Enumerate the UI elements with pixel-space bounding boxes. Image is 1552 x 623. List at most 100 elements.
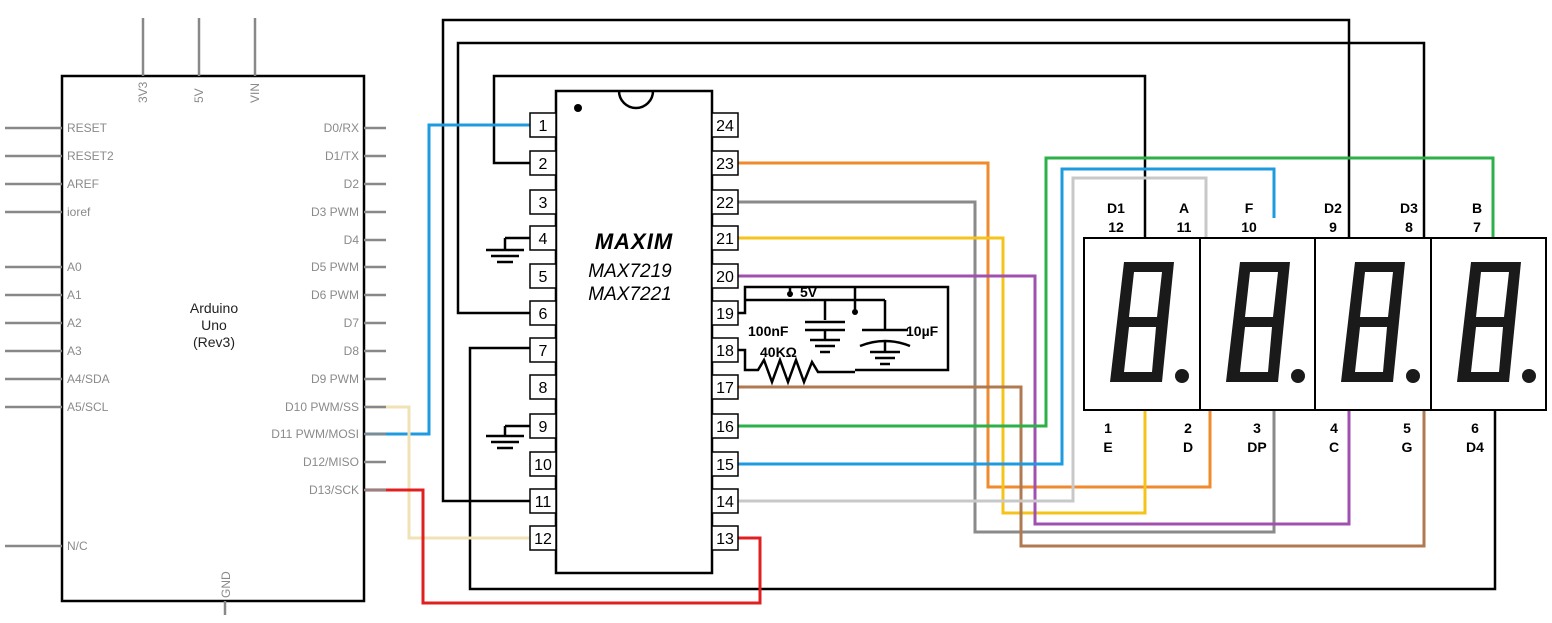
- arduino-right-pin-label: D7: [344, 316, 360, 330]
- display-top-pin-number: 9: [1329, 219, 1337, 235]
- digit-decimal-point: [1406, 369, 1420, 383]
- display-top-pin-name: B: [1472, 200, 1482, 216]
- digit-segments: [1341, 262, 1405, 382]
- digit-segments: [1110, 262, 1174, 382]
- arduino-right-pin-label: D1/TX: [325, 149, 359, 163]
- ic-pin-box: [711, 374, 739, 400]
- ic-right-pin-number: 19: [716, 306, 734, 323]
- ic-pin-box: [711, 413, 739, 439]
- ic-left-pin-number: 3: [539, 195, 548, 212]
- ic-right-pin-number: 20: [716, 269, 734, 286]
- arduino-left-pins: RESETRESET2AREFiorefA0A1A2A3A4/SDAA5/SCL…: [5, 121, 114, 553]
- ic-pin-box: [711, 150, 739, 176]
- ic-pin-box: [711, 225, 739, 251]
- capacitor-100nf: [805, 320, 845, 354]
- ic-pin-box: [529, 189, 557, 215]
- arduino-left-pin-label: A5/SCL: [67, 400, 109, 414]
- wire-orange-23: [712, 161, 1212, 489]
- wire-lightgrey-14: [712, 176, 1208, 503]
- ic-left-pin-number: 1: [539, 118, 548, 135]
- display-bottom-pin-number: 4: [1330, 420, 1338, 436]
- arduino-right-pin-label: D2: [344, 177, 360, 191]
- display-digits: [1110, 262, 1536, 383]
- supply-label: 5V: [800, 284, 818, 300]
- digit-decimal-point: [1522, 369, 1536, 383]
- arduino-right-pin-label: D13/SCK: [309, 483, 359, 497]
- arduino-top-pin-label: VIN: [248, 83, 262, 103]
- cap-10uf-label: 10µF: [906, 323, 939, 339]
- display-top-pin-number: 7: [1473, 219, 1481, 235]
- wire-green-16: [712, 156, 1495, 428]
- wire-cream-ss: [365, 405, 530, 540]
- wire-brown-17: [712, 385, 1426, 548]
- black-wires: [441, 18, 1497, 591]
- ic-left-pin-number: 7: [539, 343, 548, 360]
- arduino-top-pin-label: 3V3: [136, 81, 150, 103]
- digit-segments: [1226, 262, 1290, 382]
- digit-decimal-point: [1175, 369, 1189, 383]
- display-digit: [1341, 262, 1420, 383]
- wire-pin19-to-5v: [712, 285, 950, 372]
- digit-decimal-point: [1291, 369, 1305, 383]
- display-top-pin-name: D2: [1324, 200, 1342, 216]
- ic-right-pin-number: 24: [716, 118, 734, 135]
- ic-pin-box: [529, 337, 557, 363]
- ic-left-pin-number: 8: [539, 380, 548, 397]
- ic-pin-box: [711, 488, 739, 514]
- digit-segments: [1457, 262, 1521, 382]
- display-bottom-pin-name: DP: [1247, 439, 1266, 455]
- display-bottom-pin-number: 1: [1104, 420, 1112, 436]
- ic-left-pin-number: 10: [534, 457, 552, 474]
- ic-right-pin-number: 17: [716, 380, 734, 397]
- arduino-right-pin-label: D11 PWM/MOSI: [271, 427, 359, 441]
- supply-5v: 5V: [787, 284, 858, 315]
- wire-yellow-21: [712, 236, 1147, 515]
- display-bottom-pin-name: E: [1103, 439, 1112, 455]
- display-bottom-pin-name: D: [1183, 439, 1193, 455]
- ic-right-pin-number: 18: [716, 343, 734, 360]
- ground-pin9: [486, 424, 530, 450]
- ic-pin-box: [711, 525, 739, 551]
- resistor-label: 40KΩ: [760, 344, 797, 360]
- wire-pin11-to-d3: [441, 18, 1351, 503]
- arduino-right-pin-label: D9 PWM: [311, 372, 359, 386]
- ic-right-pin-number: 14: [716, 494, 734, 511]
- maxim-logo: MAXIM: [595, 229, 673, 254]
- ground-pin4: [486, 236, 530, 264]
- arduino-right-pin-label: D12/MISO: [303, 455, 359, 469]
- ic-pin-box: [711, 451, 739, 477]
- wire-blue-mosi: [365, 123, 530, 436]
- display-bottom-pin-number: 3: [1253, 420, 1261, 436]
- wire-blue-15: [712, 167, 1276, 466]
- arduino-right-pin-label: D5 PWM: [311, 260, 359, 274]
- arduino-right-pin-label: D0/RX: [324, 121, 359, 135]
- ic-pin-box: [711, 337, 739, 363]
- ic-pin-box: [529, 150, 557, 176]
- display-bottom-pin-number: 6: [1471, 420, 1479, 436]
- ic-part-2: MAX7221: [588, 284, 671, 305]
- arduino-name-1: Arduino: [190, 300, 238, 316]
- display-digit: [1457, 262, 1536, 383]
- arduino-name-3: (Rev3): [193, 334, 235, 350]
- arduino-right-pin-label: D8: [344, 344, 360, 358]
- arduino-right-pin-label: D3 PWM: [311, 205, 359, 219]
- arduino-left-pin-label: A2: [67, 316, 82, 330]
- resistor-40k: [712, 348, 855, 386]
- display-bottom-pin-number: 2: [1184, 420, 1192, 436]
- ic-pin-box: [711, 263, 739, 289]
- display-bottom-pin-number: 5: [1403, 420, 1411, 436]
- ic-part-1: MAX7219: [588, 261, 672, 282]
- ic-left-pin-number: 12: [534, 531, 552, 548]
- arduino-left-pin-label: A0: [67, 260, 82, 274]
- display-bottom-pin-name: D4: [1466, 439, 1484, 455]
- ic-pin-box: [529, 300, 557, 326]
- display-top-pin-name: D1: [1107, 200, 1125, 216]
